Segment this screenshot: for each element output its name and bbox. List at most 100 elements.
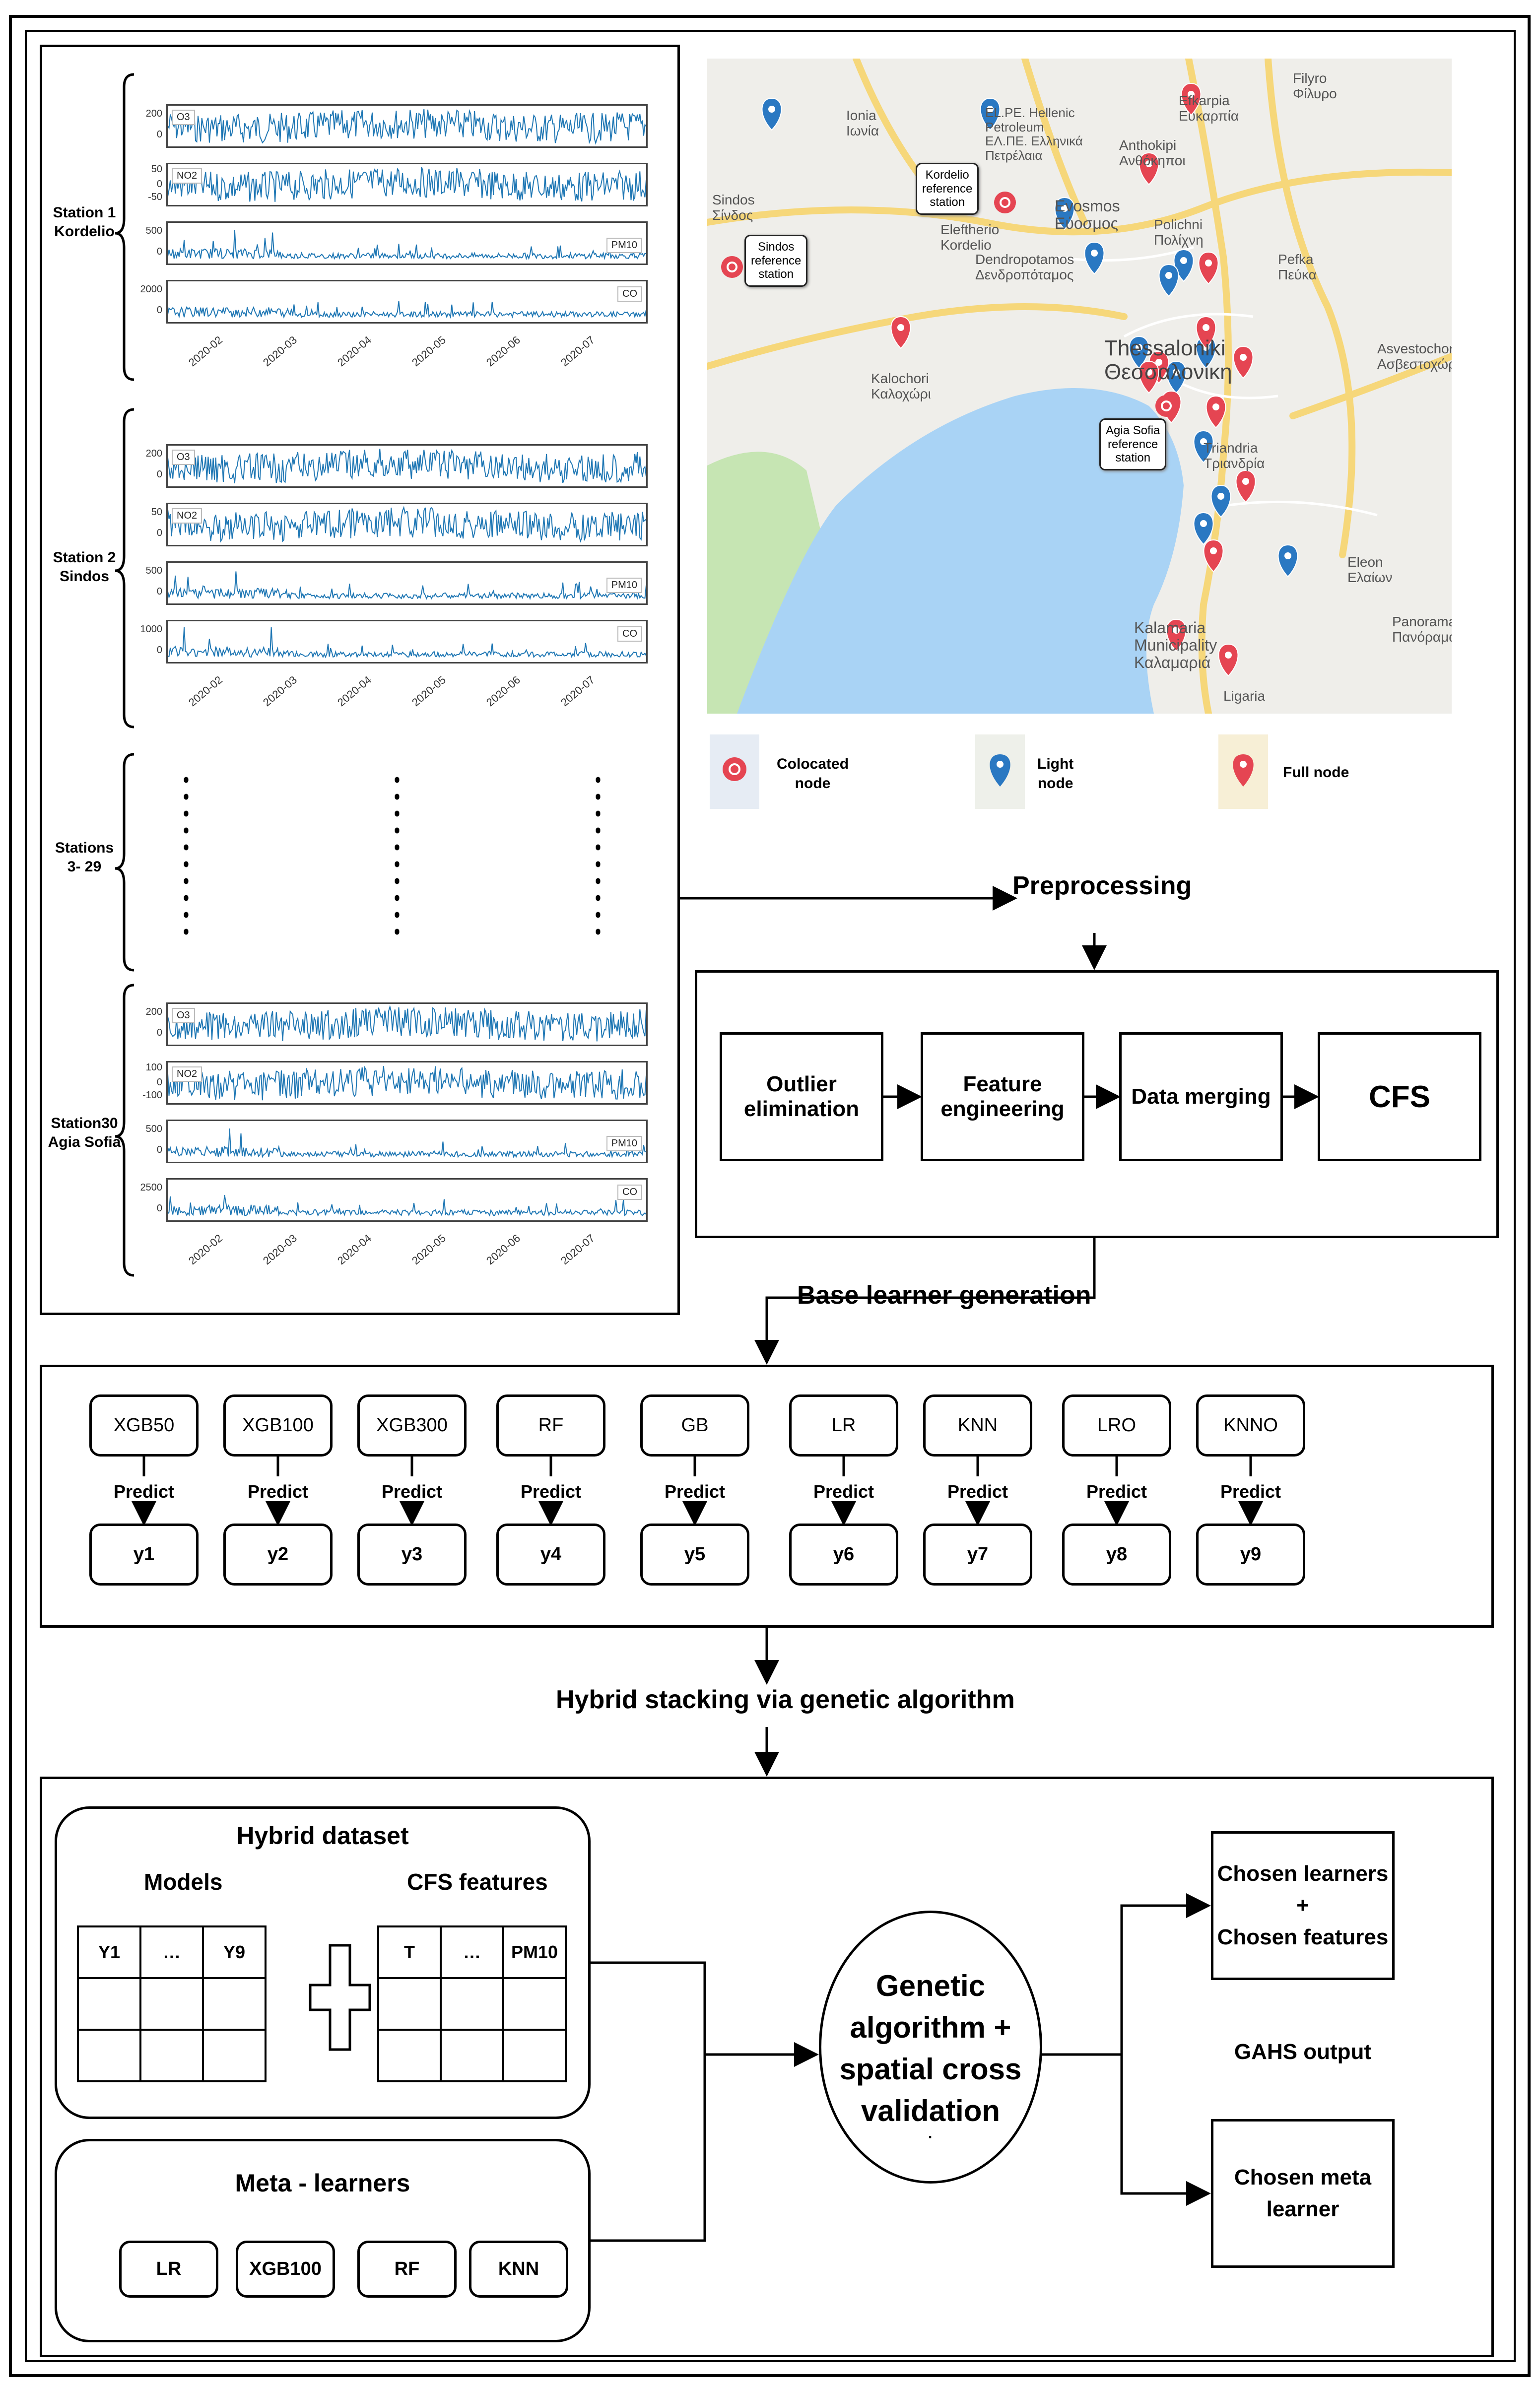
features-table-cell: PM10 [502, 1925, 567, 1979]
brace-station-30 [115, 984, 134, 1277]
arrow-ga-to-meta [1120, 2055, 1211, 2206]
learner-gb: GB [640, 1394, 749, 1457]
map-pin-light [1210, 484, 1231, 518]
output-y9: y9 [1196, 1524, 1305, 1586]
ga-dot: · [928, 2129, 933, 2145]
ga-ellipse [819, 1911, 1042, 2184]
predict-label: Predict [381, 1481, 443, 1502]
map-pin-colo [994, 192, 1016, 213]
legend-colocated-label: Colocated node [777, 756, 849, 792]
map-pin-light [761, 97, 782, 131]
arrow-to-base-learners [754, 1238, 1096, 1365]
map-label-evosmos: Evosmos Εύοσμος [1055, 197, 1120, 233]
map-pin-light [1193, 512, 1214, 545]
ytick: 0 [156, 586, 162, 597]
ytick: 0 [156, 179, 162, 190]
learner-knno: KNNO [1196, 1394, 1305, 1457]
series-line-no2 [167, 1065, 647, 1101]
ytick: 200 [145, 1006, 162, 1017]
legend-light-label: Light node [1037, 756, 1074, 792]
ytick: 50 [151, 164, 162, 175]
plus-sign [309, 1944, 371, 2051]
map-pin-full [1138, 360, 1159, 394]
step-cfs: CFS [1318, 1032, 1481, 1161]
ytick: 0 [156, 1027, 162, 1038]
plot-station4-pm10: PM10 [166, 1120, 648, 1163]
output-y6: y6 [789, 1524, 898, 1586]
ytick: 200 [145, 108, 162, 119]
series-line-no2 [167, 506, 647, 543]
legend-icons [710, 734, 1268, 809]
series-line-o3 [167, 1005, 647, 1042]
map-pin-full [1233, 345, 1254, 379]
learner-xgb300: XGB300 [357, 1394, 467, 1457]
map-pin-light [1054, 197, 1075, 230]
meta-knn: KNN [469, 2241, 568, 2298]
ytick: 500 [145, 225, 162, 236]
legend-full-label: Full node [1283, 764, 1349, 781]
arrow-dataset-to-ga [591, 1961, 819, 2067]
station-30-label: Station30 Agia Sofia [48, 1115, 121, 1150]
legend-light-icon [990, 754, 1010, 787]
meta-learners-box [55, 2139, 591, 2342]
ytick: 0 [156, 305, 162, 316]
meta-learners-title: Meta - learners [235, 2169, 410, 2197]
chosen-meta-box: Chosen meta learner [1211, 2119, 1395, 2268]
map-label-eleon: Eleon Ελαίων [1347, 554, 1393, 585]
map-pin-full [890, 316, 911, 349]
plot-station1-no2: NO2 [166, 163, 648, 206]
agia-sofia-reference-box: Agia Sofia reference station [1099, 418, 1167, 470]
station-1-label: Station 1 Kordelio [53, 204, 116, 240]
map-pin-light [1158, 264, 1179, 297]
map-pins [721, 82, 1298, 677]
features-table-cell: T [377, 1925, 442, 1979]
street-3 [1228, 500, 1378, 517]
map-pin-light [1166, 360, 1187, 394]
ytick: 2000 [140, 284, 163, 295]
predict-label: Predict [1086, 1481, 1147, 1502]
series-line-pm10 [167, 571, 647, 600]
legend-pm10: PM10 [606, 578, 642, 593]
legend-no2: NO2 [172, 508, 202, 524]
features-table-cell [502, 2029, 567, 2082]
hybrid-dataset-box [55, 1806, 591, 2119]
map-label-ionia: Ionia Ιωνία [846, 108, 879, 138]
hybrid-panel [40, 1777, 1494, 2357]
meta-rf: RF [357, 2241, 457, 2298]
map-label-efkarpia: Efkarpia Ευκαρπία [1179, 93, 1239, 124]
predict-label: Predict [813, 1481, 874, 1502]
series-line-no2 [167, 167, 647, 202]
map-pin-light [980, 97, 1001, 131]
legend-o3: O3 [172, 110, 195, 125]
models-table-cell: Y9 [202, 1925, 267, 1979]
plot-station1-pm10: PM10 [166, 221, 648, 265]
output-y7: y7 [923, 1524, 1032, 1586]
map-pin-full [1203, 539, 1224, 573]
predict-label: Predict [520, 1481, 582, 1502]
step-data-merging: Data merging [1119, 1032, 1283, 1161]
ytick: -50 [148, 192, 162, 202]
ga-label: Genetic algorithm + spatial cross valida… [839, 1969, 1022, 2127]
ytick: 0 [156, 1203, 162, 1214]
legend-o3: O3 [172, 450, 195, 465]
ytick: 0 [156, 469, 162, 480]
road-2 [707, 303, 1128, 370]
series-line-pm10 [167, 1128, 647, 1159]
step-feature-engineering: Feature engineering [921, 1032, 1084, 1161]
ytick: 0 [156, 1077, 162, 1088]
legend-pm10: PM10 [606, 238, 642, 253]
street-1 [1123, 313, 1254, 338]
map-label-sindos: Sindos Σίνδος [712, 192, 755, 223]
map-pin-full [1166, 618, 1187, 652]
learner-lr: LR [789, 1394, 898, 1457]
ytick: 0 [156, 1144, 162, 1155]
series-line-co [167, 1194, 647, 1217]
map-sea [737, 388, 1184, 714]
preprocessing-title: Preprocessing [1012, 871, 1192, 900]
learner-xgb100: XGB100 [223, 1394, 333, 1457]
ytick: 2500 [140, 1182, 163, 1193]
map-pin-full [1181, 82, 1202, 116]
map-pin-light [1084, 241, 1105, 275]
